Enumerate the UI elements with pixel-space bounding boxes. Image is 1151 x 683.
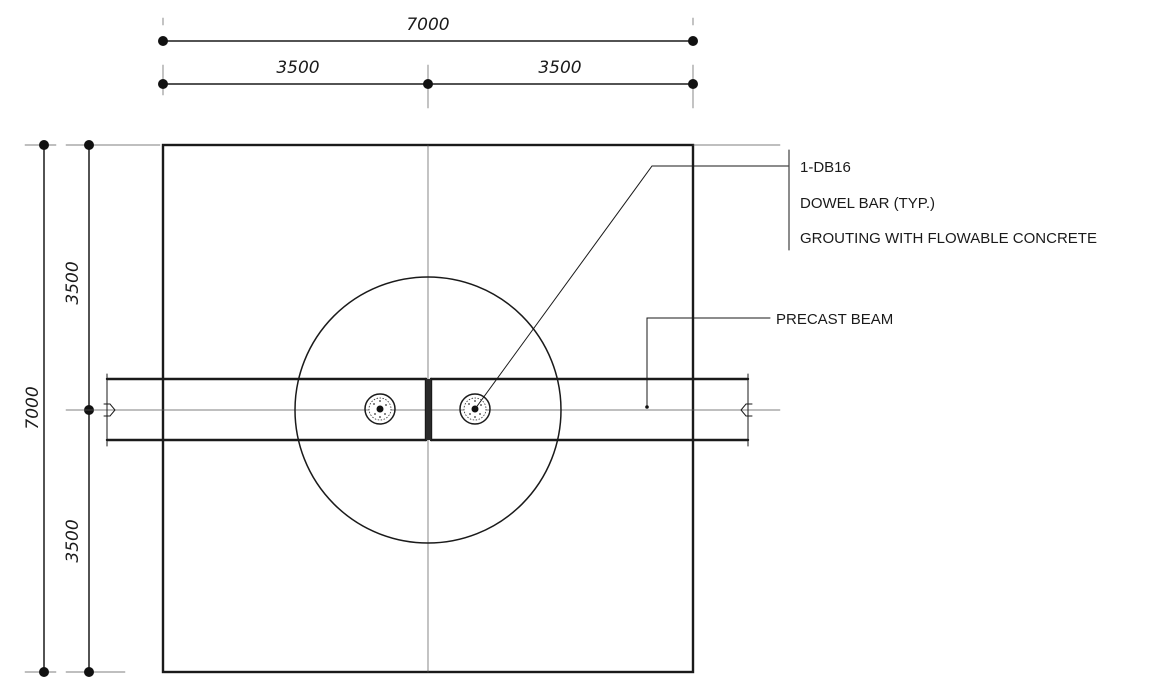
dowel-right-outer [459,393,491,425]
grouting-note: GROUTING WITH FLOWABLE CONCRETE [800,230,1097,247]
top-overall-dot-right [688,36,698,46]
left-overall-dot-bottom [39,667,49,677]
precast-beam-note: PRECAST BEAM [776,311,893,328]
left-overall-dimension-text: 7000 [23,386,43,429]
top-right-dimension-text: 3500 [538,58,581,78]
beam-leader-dot [645,405,649,409]
top-split-dot-center [423,79,433,89]
top-left-dimension-text: 3500 [276,58,319,78]
beam-note-leader [645,317,771,409]
left-upper-dimension-text: 3500 [63,261,83,304]
dowel-bar-left [364,393,396,425]
dowel-note-leader [474,149,790,410]
right-beam-break-symbol [740,403,753,417]
beam-joint-gap [426,379,431,440]
left-overall-dot-top [39,140,49,150]
left-beam-break-symbol [103,403,116,417]
left-lower-dimension-text: 3500 [63,519,83,562]
left-dimension-chains: 7000 3500 3500 [23,140,161,677]
top-overall-dot-left [158,36,168,46]
left-split-dot-bottom [84,667,94,677]
dowel-size-note: 1-DB16 [800,159,851,176]
top-dimension-chains: 7000 3500 3500 [158,15,698,109]
dowel-bar-note: DOWEL BAR (TYP.) [800,195,935,212]
left-split-dot-top [84,140,94,150]
precast-beams [103,373,753,447]
top-split-dot-right [688,79,698,89]
dowel-leader-line [474,165,789,410]
circular-column-outline [294,276,562,544]
beam-leader-line [646,317,771,408]
top-split-dot-left [158,79,168,89]
dowel-left-bar [376,405,384,413]
top-overall-dimension-text: 7000 [406,15,449,35]
dowel-left-outer [364,393,396,425]
